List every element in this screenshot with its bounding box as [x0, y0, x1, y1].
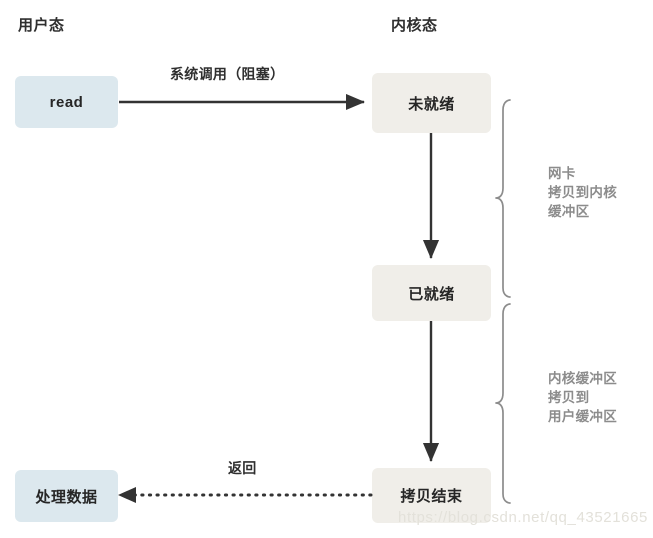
brace-label-nic-to-kernel-line-3: 缓冲区: [548, 204, 590, 219]
node-read[interactable]: read: [15, 76, 118, 128]
brace-label-nic-to-kernel-line-1: 网卡: [548, 166, 576, 181]
watermark-text: https://blog.csdn.net/qq_43521665: [398, 509, 648, 526]
brace-kernel-to-user: [495, 303, 511, 504]
brace-label-nic-to-kernel-line-2: 拷贝到内核: [548, 185, 617, 200]
brace-label-kernel-to-user: 内核缓冲区 拷贝到 用户缓冲区: [548, 369, 617, 426]
edge-label-syscall: 系统调用（阻塞）: [170, 66, 285, 82]
brace-nic-to-kernel: [495, 99, 511, 298]
brace-label-nic-to-kernel: 网卡 拷贝到内核 缓冲区: [548, 164, 617, 221]
node-not-ready[interactable]: 未就绪: [372, 73, 491, 133]
edge-return-arrowhead: [118, 487, 136, 503]
node-copy-done[interactable]: 拷贝结束: [372, 468, 491, 523]
column-header-user-mode: 用户态: [18, 17, 65, 34]
node-process-data[interactable]: 处理数据: [15, 470, 118, 522]
brace-label-kernel-to-user-line-2: 拷贝到: [548, 390, 590, 405]
brace-label-kernel-to-user-line-1: 内核缓冲区: [548, 371, 617, 386]
column-header-kernel-mode: 内核态: [391, 17, 438, 34]
brace-label-kernel-to-user-line-3: 用户缓冲区: [548, 409, 617, 424]
edge-label-return: 返回: [228, 460, 257, 476]
node-ready[interactable]: 已就绪: [372, 265, 491, 321]
